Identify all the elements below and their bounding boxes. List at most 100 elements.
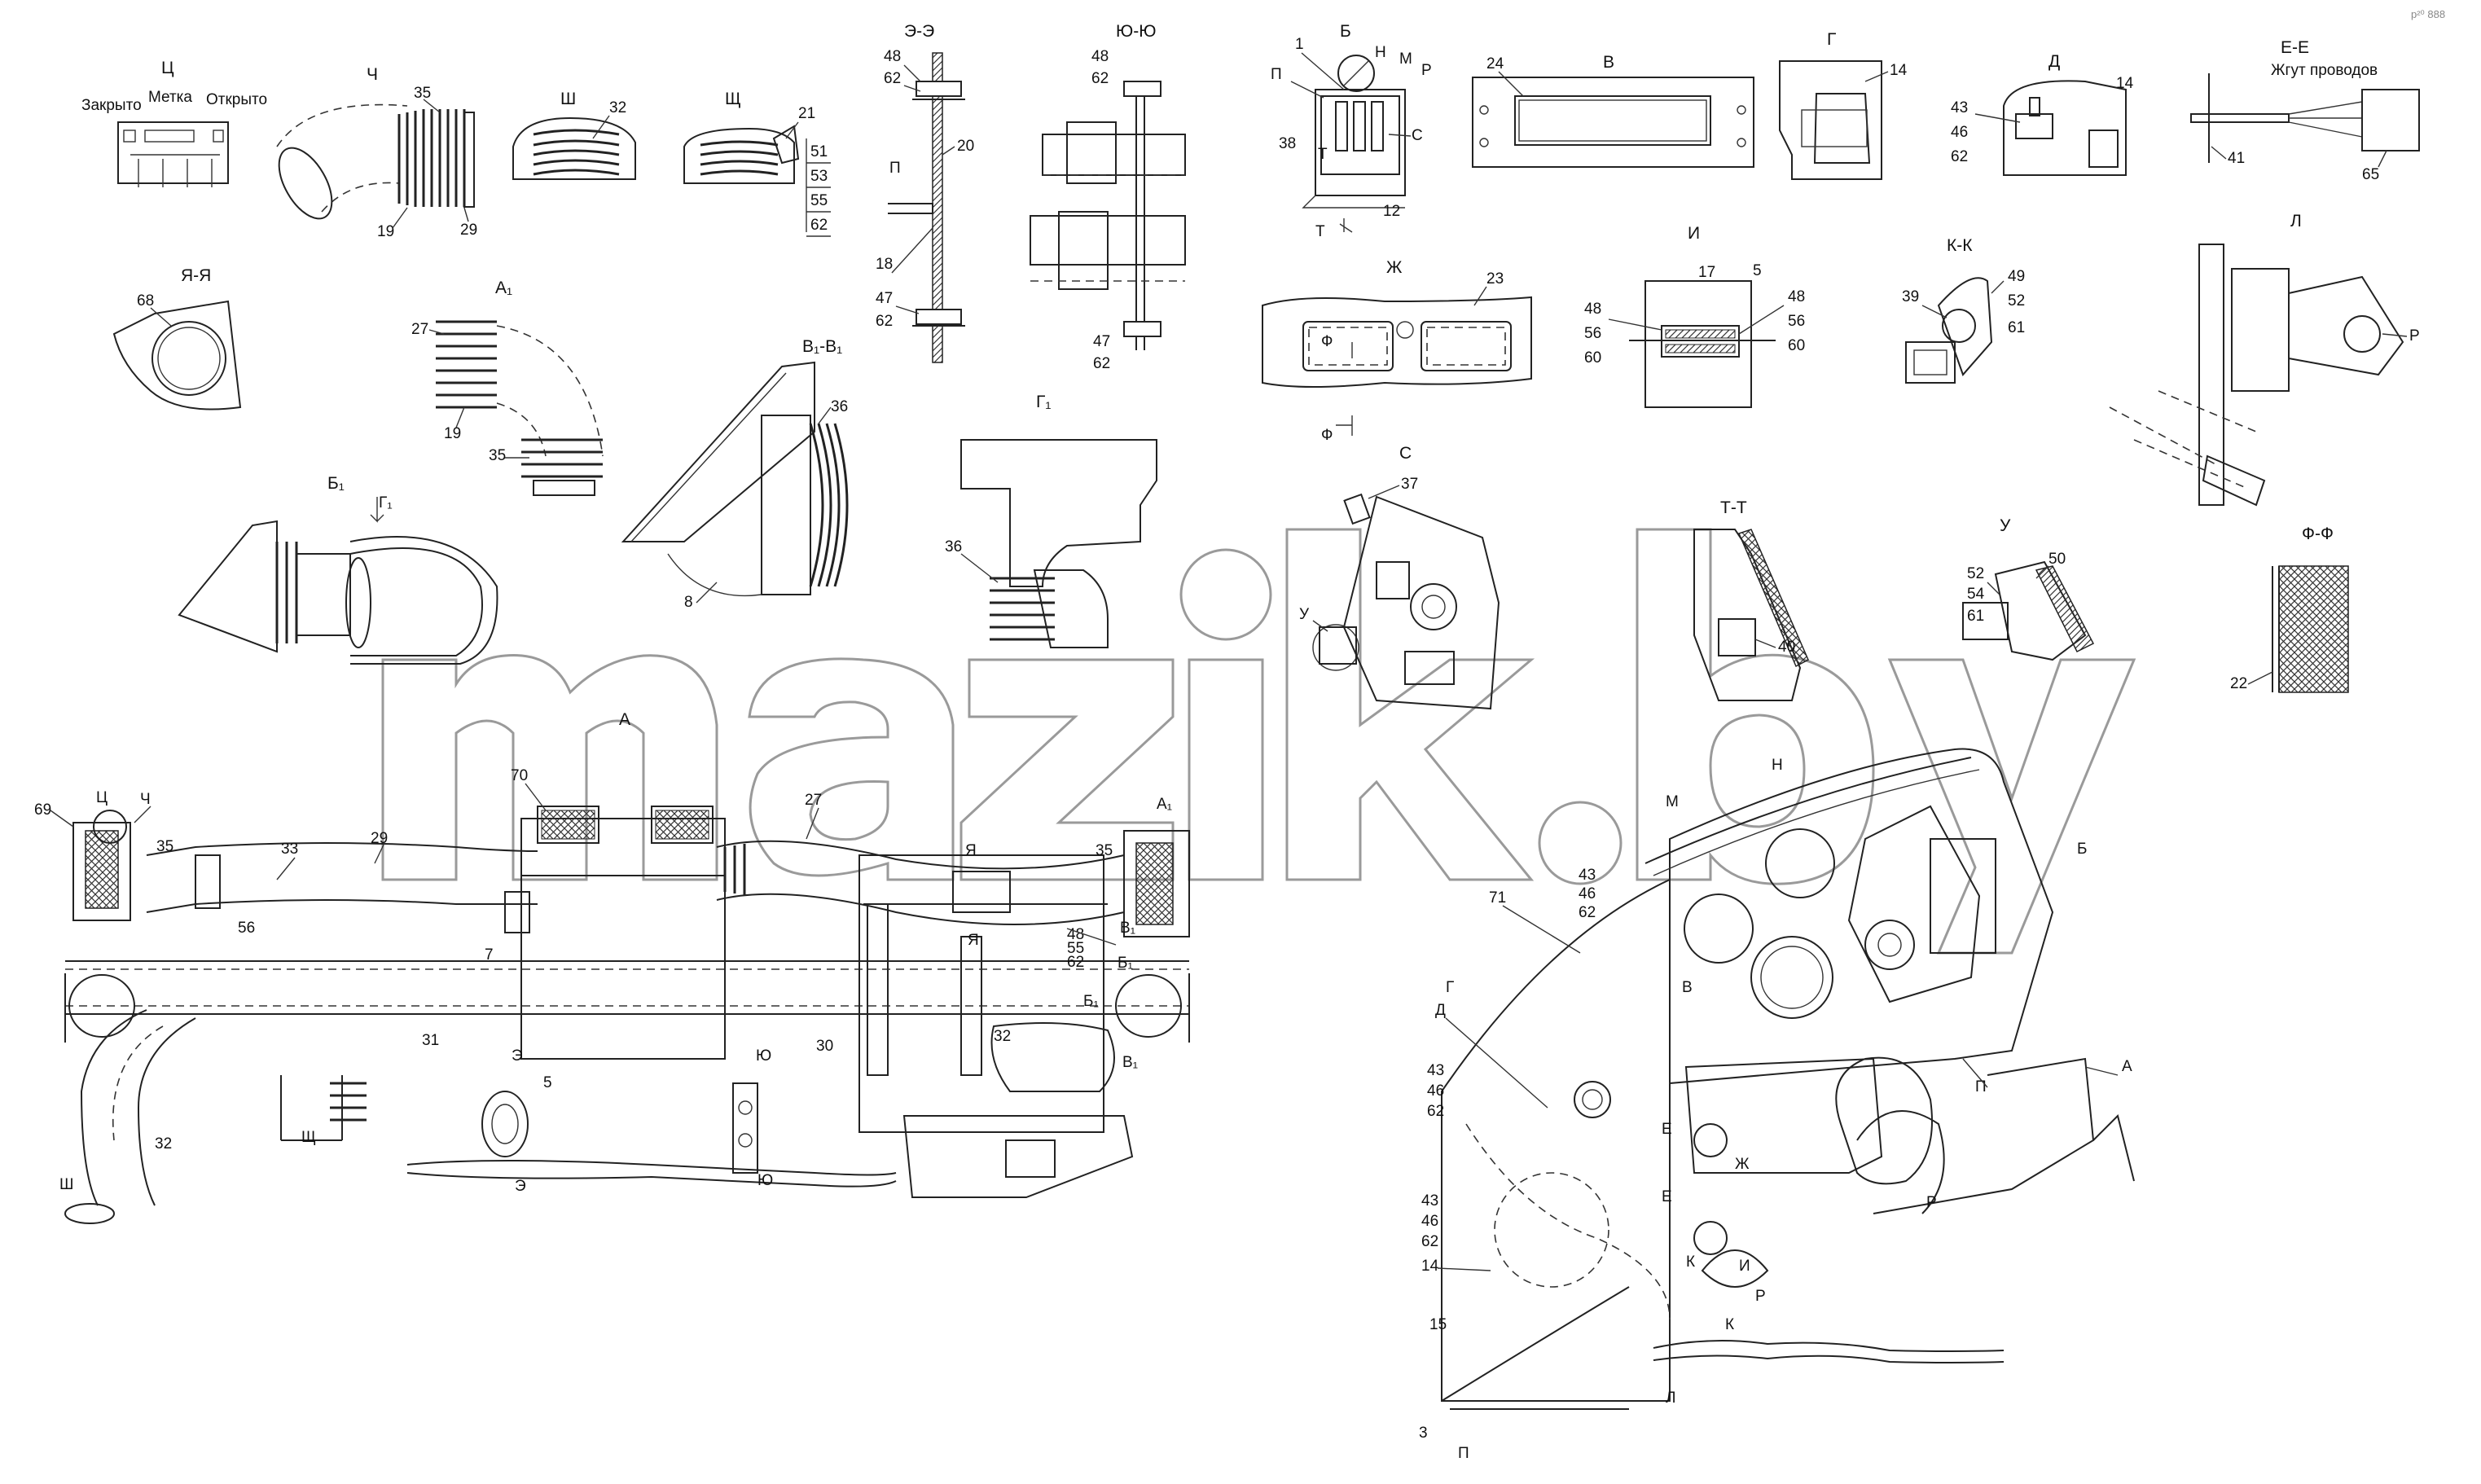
main-label-22: А₁	[1157, 796, 1172, 813]
b-label-4: П	[1271, 66, 1282, 83]
ee-label-7: 62	[876, 313, 893, 330]
main-label-28: 32	[994, 1028, 1011, 1045]
main-label-4: 35	[156, 838, 173, 855]
d-label-1: 14	[2116, 75, 2134, 92]
main-label-21: 35	[1096, 842, 1113, 859]
u-label-4: 61	[1967, 608, 1984, 625]
a1-label-2: 19	[444, 425, 461, 442]
i-label-6: 48	[1788, 288, 1805, 305]
main-label-29: В₁	[1120, 920, 1135, 937]
view-che: Ч 35 19 29	[276, 65, 477, 240]
view-b: Б 1 Н М П Р 38 С Т 12 Т	[1271, 22, 1432, 240]
main-label-3: Ч	[140, 791, 151, 808]
view-i: И 17 5 48 56 60 48 56 60	[1584, 224, 1805, 408]
view-ee2-title: Е-Е	[2281, 38, 2309, 57]
view-ee-title: Э-Э	[904, 22, 934, 41]
view-s: С 37 У	[1299, 444, 1500, 710]
right-label-11: 43	[1427, 1062, 1444, 1079]
view-v-title: В	[1603, 53, 1614, 72]
yuyu-label-4: 62	[1093, 355, 1110, 372]
right-label-2: Н	[1772, 757, 1783, 774]
view-ee: Э-Э 48 62 20 П 18 47 62	[876, 22, 974, 363]
main-title: А	[619, 710, 630, 729]
right-label-28: 15	[1429, 1316, 1447, 1333]
view-i-title: И	[1688, 224, 1700, 243]
right-label-3: Б	[2077, 841, 2087, 858]
right-label-29: Л	[1666, 1390, 1675, 1407]
view-ff-title: Ф-Ф	[2302, 525, 2334, 543]
shcha-label-1: 21	[798, 105, 815, 122]
g-label-1: 14	[1890, 62, 1908, 79]
v1v1-label-2: 8	[684, 594, 693, 611]
main-label-7: 70	[511, 767, 528, 784]
main-label-30: В₁	[1122, 1054, 1138, 1071]
right-label-22: 62	[1421, 1233, 1438, 1250]
right-label-8: В	[1682, 979, 1693, 996]
i-label-1: 17	[1698, 264, 1715, 281]
view-b1-title: Б₁	[327, 474, 345, 493]
view-shcha-title: Щ	[725, 90, 741, 108]
g1-label-1: 36	[945, 538, 962, 555]
main-label-13: Щ	[301, 1129, 316, 1146]
ff-label-1: 22	[2230, 675, 2247, 692]
right-label-19: Е	[1662, 1188, 1672, 1205]
right-label-30: 3	[1419, 1425, 1428, 1442]
view-g1: Г₁ 36	[945, 393, 1157, 648]
view-zh-title: Ж	[1386, 258, 1403, 277]
tt-label-1: 40	[1778, 639, 1795, 656]
view-zh: Ж 23 Ф Ф	[1262, 258, 1532, 444]
view-tse-mark: Метка	[148, 89, 192, 106]
right-label-20: 43	[1421, 1192, 1438, 1210]
view-v: В 24	[1472, 53, 1754, 168]
right-label-24: И	[1739, 1258, 1750, 1275]
main-label-31: Э	[515, 1178, 526, 1195]
ee2-label-2: 65	[2362, 166, 2379, 183]
main-label-2: Ц	[96, 789, 108, 806]
main-label-27: Б₁	[1083, 993, 1099, 1010]
v1v1-label-1: 36	[831, 398, 848, 415]
right-label-14: П	[1975, 1078, 1987, 1095]
main-label-11: 31	[422, 1032, 439, 1049]
main-label-12: 32	[155, 1135, 172, 1153]
view-u: У 50 52 54 61	[1962, 516, 2095, 661]
kk-label-3: 52	[2008, 292, 2025, 310]
d-label-4: 62	[1951, 148, 1968, 165]
shcha-label-5: 62	[810, 217, 828, 234]
view-yuyu: Ю-Ю 48 62 47 62	[1030, 22, 1186, 372]
ee-label-6: 47	[876, 290, 893, 307]
u-label-3: 54	[1967, 586, 1985, 603]
u-label-2: 52	[1967, 565, 1984, 582]
view-u-title: У	[2000, 516, 2011, 535]
b-label-6: 38	[1279, 135, 1296, 152]
right-label-26: Р	[1755, 1288, 1766, 1305]
view-s-title: С	[1399, 444, 1412, 463]
i-label-3: 48	[1584, 301, 1601, 318]
kk-label-4: 61	[2008, 319, 2025, 336]
zh-label-1: 23	[1486, 270, 1504, 288]
view-tt: Т-Т 40	[1693, 498, 1809, 701]
i-label-2: 5	[1753, 262, 1762, 279]
che-label-3: 29	[460, 222, 477, 239]
main-label-26: Б₁	[1118, 955, 1133, 972]
main-label-20: Я	[968, 932, 979, 949]
right-label-9: Г	[1446, 979, 1454, 996]
kk-label-1: 39	[1902, 288, 1919, 305]
view-kk: К-К 39 49 52 61	[1902, 236, 2025, 384]
main-label-19: Я	[965, 842, 977, 859]
che-label-2: 19	[377, 223, 394, 240]
right-label-10: Д	[1435, 1002, 1446, 1019]
view-yuyu-title: Ю-Ю	[1116, 22, 1156, 41]
view-g-title: Г	[1827, 30, 1836, 49]
ee-label-3: 20	[957, 138, 974, 155]
b-label-5: Р	[1421, 62, 1432, 79]
b-label-8: Т	[1318, 146, 1328, 163]
view-v1v1-title: В₁-В₁	[802, 337, 842, 356]
s-label-1: 37	[1401, 476, 1418, 493]
view-shcha: Щ 21 51 53 55 62	[683, 90, 831, 237]
main-label-1: 69	[34, 801, 51, 819]
yaya-label-1: 68	[137, 292, 154, 310]
right-assembly: М Н Б 43 46 62 71 В Г Д 43 46 62 П А Р Е…	[1419, 748, 2135, 1462]
a1-label-1: 27	[411, 321, 428, 338]
right-label-1: М	[1666, 793, 1679, 810]
